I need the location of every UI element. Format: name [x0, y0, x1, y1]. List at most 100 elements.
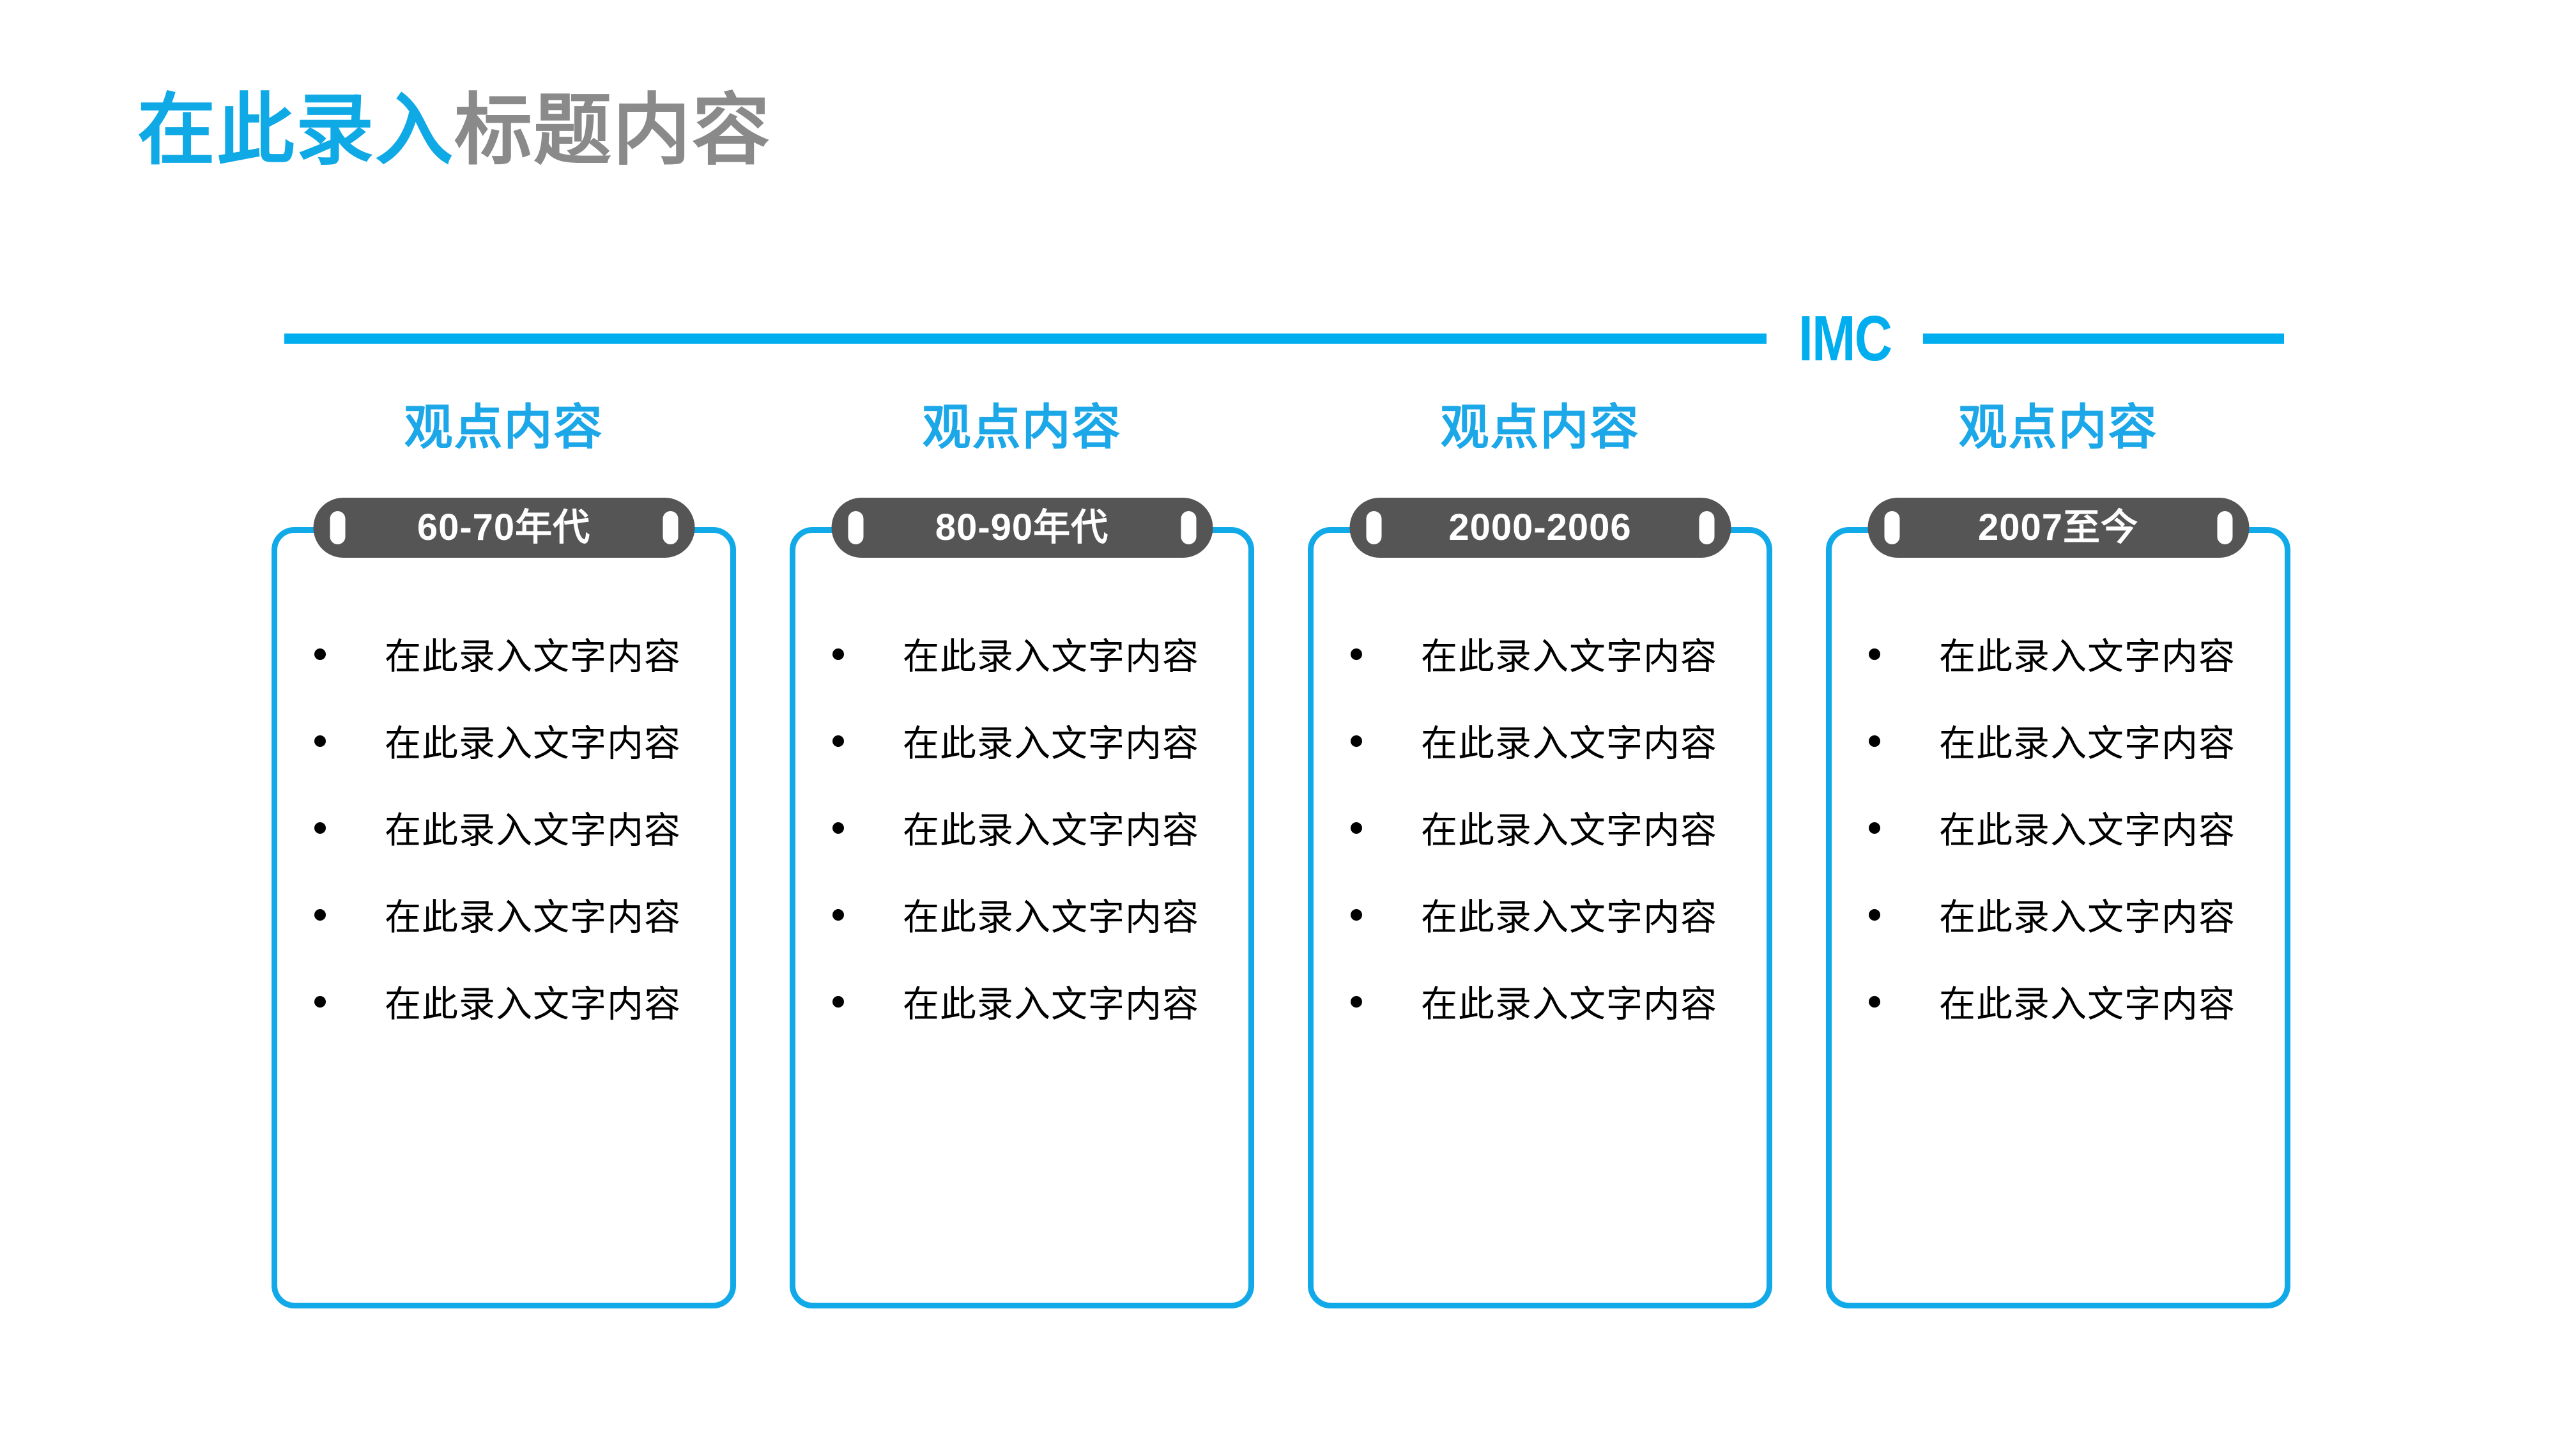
- bullet-text: 在此录入文字内容: [1421, 810, 1717, 851]
- bullet-dot-icon: [1351, 996, 1362, 1008]
- column-card-1: [272, 527, 736, 1308]
- badge-pin-left-icon: [1884, 511, 1899, 544]
- bullet-text: 在此录入文字内容: [1939, 984, 2235, 1025]
- column-badge-3[interactable]: 2000-2006: [1349, 498, 1731, 558]
- bullet-dot-icon: [1869, 909, 1880, 921]
- column-bullet-list-4: 在此录入文字内容 在此录入文字内容 在此录入文字内容 在此录入文字内容 在此录入…: [1826, 639, 2290, 1073]
- list-item: 在此录入文字内容: [1308, 900, 1772, 936]
- badge-pin-right-icon: [1699, 511, 1714, 544]
- column-badge-label-4: 2007至今: [1977, 507, 2139, 548]
- bullet-dot-icon: [832, 648, 844, 660]
- page-title-rest: 标题内容: [454, 87, 771, 174]
- timeline-column-1[interactable]: 观点内容 60-70年代 在此录入文字内容 在此录入文字内容 在此录入文字内: [272, 383, 736, 1316]
- bullet-text: 在此录入文字内容: [903, 897, 1199, 938]
- list-item: 在此录入文字内容: [272, 813, 736, 849]
- bullet-dot-icon: [314, 996, 326, 1008]
- timeline-column-4[interactable]: 观点内容 2007至今 在此录入文字内容 在此录入文字内容 在此录入文字内容: [1826, 383, 2290, 1316]
- bullet-text: 在此录入文字内容: [1939, 897, 2235, 938]
- column-badge-4[interactable]: 2007至今: [1867, 498, 2249, 558]
- list-item: 在此录入文字内容: [790, 726, 1254, 762]
- list-item: 在此录入文字内容: [272, 900, 736, 936]
- list-item: 在此录入文字内容: [1308, 986, 1772, 1023]
- list-item: 在此录入文字内容: [1826, 986, 2290, 1023]
- bullet-dot-icon: [314, 648, 326, 660]
- bullet-text: 在此录入文字内容: [903, 984, 1199, 1025]
- list-item: 在此录入文字内容: [272, 639, 736, 675]
- list-item: 在此录入文字内容: [1826, 900, 2290, 936]
- badge-pin-left-icon: [330, 511, 345, 544]
- page-title: 在此录入标题内容: [137, 82, 771, 180]
- bullet-dot-icon: [314, 909, 326, 921]
- list-item: 在此录入文字内容: [272, 726, 736, 762]
- column-heading-1: 观点内容: [404, 401, 604, 455]
- bullet-text: 在此录入文字内容: [385, 984, 681, 1025]
- bullet-text: 在此录入文字内容: [1939, 636, 2235, 677]
- list-item: 在此录入文字内容: [790, 639, 1254, 675]
- column-heading-2: 观点内容: [922, 401, 1122, 455]
- bullet-dot-icon: [1351, 909, 1362, 921]
- bullet-text: 在此录入文字内容: [1421, 897, 1717, 938]
- badge-pin-right-icon: [663, 511, 678, 544]
- badge-pin-right-icon: [2217, 511, 2232, 544]
- list-item: 在此录入文字内容: [1826, 639, 2290, 675]
- list-item: 在此录入文字内容: [1308, 813, 1772, 849]
- divider-label-imc: IMC: [1798, 303, 1892, 374]
- timeline-column-3[interactable]: 观点内容 2000-2006 在此录入文字内容 在此录入文字内容 在此录入文: [1308, 383, 1772, 1316]
- bullet-dot-icon: [832, 735, 844, 747]
- column-bullet-list-2: 在此录入文字内容 在此录入文字内容 在此录入文字内容 在此录入文字内容 在此录入…: [790, 639, 1254, 1073]
- bullet-text: 在此录入文字内容: [903, 723, 1199, 764]
- bullet-dot-icon: [1869, 996, 1880, 1008]
- column-badge-label-1: 60-70年代: [417, 507, 591, 548]
- bullet-dot-icon: [1351, 822, 1362, 834]
- column-card-2: [790, 527, 1254, 1308]
- divider-line-left: [284, 334, 1767, 344]
- timeline-column-2[interactable]: 观点内容 80-90年代 在此录入文字内容 在此录入文字内容 在此录入文字内: [790, 383, 1254, 1316]
- bullet-dot-icon: [314, 735, 326, 747]
- bullet-text: 在此录入文字内容: [385, 723, 681, 764]
- list-item: 在此录入文字内容: [1826, 726, 2290, 762]
- list-item: 在此录入文字内容: [1308, 726, 1772, 762]
- bullet-dot-icon: [1869, 735, 1880, 747]
- bullet-text: 在此录入文字内容: [903, 810, 1199, 851]
- list-item: 在此录入文字内容: [790, 900, 1254, 936]
- bullet-text: 在此录入文字内容: [903, 636, 1199, 677]
- column-badge-1[interactable]: 60-70年代: [313, 498, 694, 558]
- list-item: 在此录入文字内容: [790, 986, 1254, 1023]
- bullet-dot-icon: [1869, 822, 1880, 834]
- column-card-4: [1826, 527, 2290, 1308]
- bullet-dot-icon: [1869, 648, 1880, 660]
- bullet-text: 在此录入文字内容: [1421, 984, 1717, 1025]
- bullet-text: 在此录入文字内容: [385, 810, 681, 851]
- column-heading-3: 观点内容: [1440, 401, 1640, 455]
- column-heading-4: 观点内容: [1958, 401, 2158, 455]
- column-badge-label-2: 80-90年代: [935, 507, 1109, 548]
- bullet-text: 在此录入文字内容: [1939, 810, 2235, 851]
- column-card-3: [1308, 527, 1772, 1308]
- page-title-accent: 在此录入: [137, 87, 454, 174]
- bullet-dot-icon: [832, 996, 844, 1008]
- timeline-columns: 观点内容 60-70年代 在此录入文字内容 在此录入文字内容 在此录入文字内: [272, 383, 2290, 1316]
- bullet-text: 在此录入文字内容: [1421, 723, 1717, 764]
- column-bullet-list-3: 在此录入文字内容 在此录入文字内容 在此录入文字内容 在此录入文字内容 在此录入…: [1308, 639, 1772, 1073]
- list-item: 在此录入文字内容: [1826, 813, 2290, 849]
- column-bullet-list-1: 在此录入文字内容 在此录入文字内容 在此录入文字内容 在此录入文字内容 在此录入…: [272, 639, 736, 1073]
- section-divider: IMC: [284, 291, 2284, 387]
- badge-pin-left-icon: [848, 511, 863, 544]
- bullet-dot-icon: [1351, 648, 1362, 660]
- bullet-text: 在此录入文字内容: [1939, 723, 2235, 764]
- list-item: 在此录入文字内容: [790, 813, 1254, 849]
- column-badge-label-3: 2000-2006: [1448, 507, 1632, 548]
- bullet-dot-icon: [1351, 735, 1362, 747]
- bullet-text: 在此录入文字内容: [385, 636, 681, 677]
- bullet-dot-icon: [832, 822, 844, 834]
- column-badge-2[interactable]: 80-90年代: [831, 498, 1213, 558]
- bullet-dot-icon: [314, 822, 326, 834]
- bullet-dot-icon: [832, 909, 844, 921]
- bullet-text: 在此录入文字内容: [385, 897, 681, 938]
- list-item: 在此录入文字内容: [1308, 639, 1772, 675]
- list-item: 在此录入文字内容: [272, 986, 736, 1023]
- bullet-text: 在此录入文字内容: [1421, 636, 1717, 677]
- badge-pin-right-icon: [1181, 511, 1196, 544]
- badge-pin-left-icon: [1366, 511, 1381, 544]
